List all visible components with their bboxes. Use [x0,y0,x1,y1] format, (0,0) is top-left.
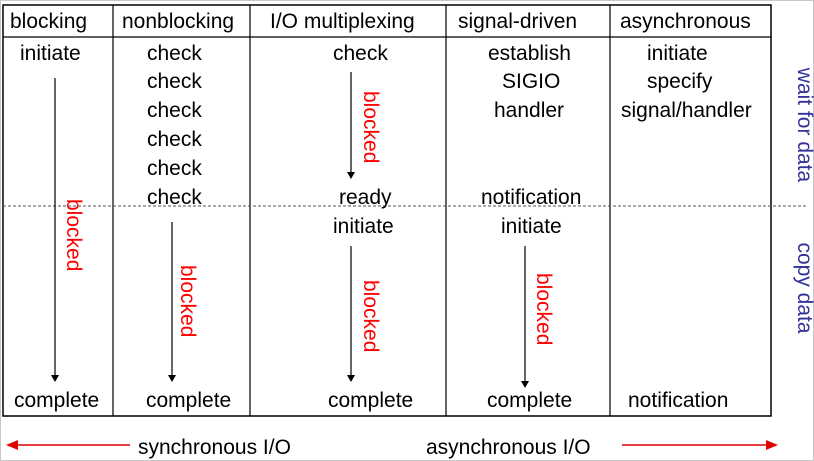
signal-driven-complete: complete [487,389,573,412]
header-nonblocking: nonblocking [122,10,235,33]
table-border [2,4,772,417]
nonblocking-check: check [147,70,202,93]
blocking-initiate: initiate [20,42,81,65]
header-signal-driven: signal-driven [458,10,578,33]
nonblocking-blocked-label: blocked [176,265,199,338]
signal-driven-sigio: SIGIO [502,70,561,93]
blocking-blocked-label: blocked [62,199,85,272]
io-multiplexing-check: check [333,42,388,65]
synchronous-io-label: synchronous I/O [138,436,291,459]
signal-driven-initiate: initiate [501,215,562,238]
signal-driven-establish: establish [488,42,571,65]
io-multiplexing-blocked-label-1: blocked [359,91,382,164]
header-io-multiplexing: I/O multiplexing [270,10,415,33]
blocking-complete: complete [14,389,100,412]
nonblocking-check: check [147,186,202,209]
io-multiplexing-ready: ready [339,186,392,209]
phase-label-wait: wait for data [793,67,814,183]
asynchronous-specify: specify [647,70,713,93]
nonblocking-check: check [147,42,202,65]
nonblocking-complete: complete [146,389,232,412]
header-blocking: blocking [10,10,88,33]
nonblocking-check: check [147,99,202,122]
io-multiplexing-initiate: initiate [333,215,394,238]
io-multiplexing-complete: complete [328,389,414,412]
asynchronous-io-label: asynchronous I/O [426,436,591,459]
asynchronous-signal-handler: signal/handler [621,99,752,122]
signal-driven-blocked-label: blocked [532,273,555,346]
nonblocking-check: check [147,157,202,180]
io-multiplexing-blocked-label-2: blocked [359,280,382,353]
asynchronous-initiate: initiate [647,42,708,65]
phase-label-copy: copy data [793,242,814,334]
signal-driven-notification: notification [481,186,582,209]
asynchronous-notification: notification [628,389,729,412]
nonblocking-check: check [147,128,202,151]
header-asynchronous: asynchronous [620,10,751,33]
signal-driven-handler: handler [494,99,565,122]
